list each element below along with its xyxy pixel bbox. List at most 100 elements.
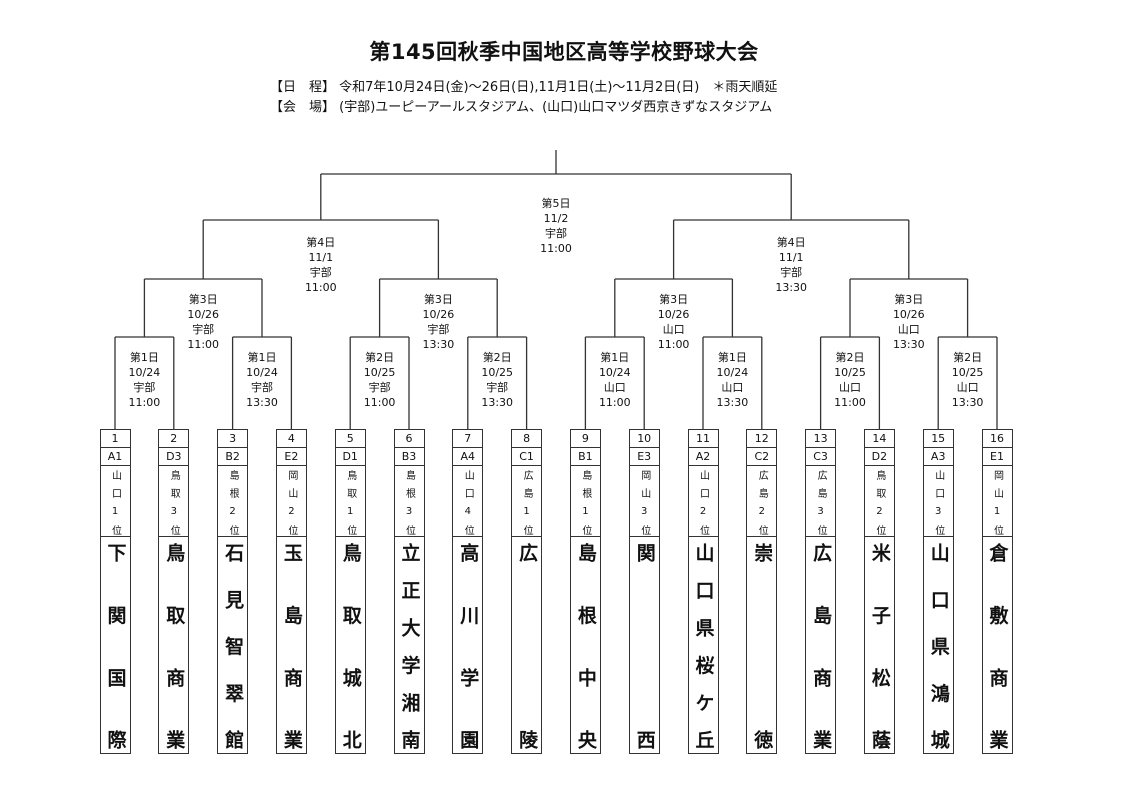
match-day: 第3日 — [894, 293, 924, 306]
match-date: 10/25 — [951, 366, 984, 379]
match-time: 11:00 — [657, 338, 690, 351]
team-name: 鳥取城北 — [339, 543, 362, 753]
team-seed-code: E1 — [982, 448, 1012, 466]
team-name: 鳥取商業 — [163, 543, 186, 753]
team-prefecture-rank: 島根3位 — [394, 466, 424, 537]
match-day: 第4日 — [306, 236, 336, 249]
team-number: 1 — [100, 430, 130, 448]
team-seed-code: B3 — [394, 448, 424, 466]
team-prefecture-rank: 山口3位 — [923, 466, 953, 537]
match-date: 11/1 — [778, 251, 804, 264]
match-time: 13:30 — [892, 338, 925, 351]
match-venue: 山口 — [839, 381, 861, 394]
match-day: 第1日 — [247, 351, 277, 364]
match-date: 10/26 — [187, 308, 220, 321]
match-venue: 宇部 — [251, 381, 273, 394]
team-number: 9 — [570, 430, 600, 448]
match-date: 10/24 — [598, 366, 631, 379]
match-venue: 山口 — [603, 381, 626, 394]
team-prefecture-rank: 鳥取3位 — [159, 466, 189, 537]
match-date: 10/26 — [657, 308, 690, 321]
match-time: 13:30 — [422, 338, 455, 351]
team-prefecture-rank: 島根2位 — [218, 466, 248, 537]
match-time: 13:30 — [716, 396, 749, 409]
team-seed-code: D3 — [159, 448, 189, 466]
team-seed-code: C2 — [747, 448, 777, 466]
team-number: 7 — [453, 430, 483, 448]
team-prefecture-rank: 鳥取2位 — [864, 466, 894, 537]
match-day: 第2日 — [835, 351, 865, 364]
match-time: 11:00 — [363, 396, 396, 409]
match-date: 10/26 — [422, 308, 455, 321]
team-number: 16 — [982, 430, 1012, 448]
team-seed-code: B2 — [218, 448, 248, 466]
match-venue: 宇部 — [780, 266, 803, 279]
match-date: 10/25 — [834, 366, 866, 379]
match-venue: 宇部 — [192, 323, 215, 336]
match-day: 第3日 — [659, 293, 689, 306]
team-name: 広島商業 — [810, 543, 833, 753]
team-number: 14 — [864, 430, 894, 448]
team-number: 2 — [159, 430, 189, 448]
match-time: 11:00 — [598, 396, 631, 409]
match-venue: 山口 — [956, 381, 979, 394]
team-prefecture-rank: 島根1位 — [570, 466, 600, 537]
match-date: 10/24 — [716, 366, 749, 379]
match-venue: 宇部 — [486, 381, 509, 394]
team-seed-code: A4 — [453, 448, 483, 466]
team-name: 崇徳 — [751, 543, 774, 753]
team-prefecture-rank: 山口2位 — [688, 466, 718, 537]
team-name: 高川学園 — [457, 543, 480, 753]
match-day: 第2日 — [482, 351, 512, 364]
match-date: 10/24 — [128, 366, 161, 379]
match-venue: 山口 — [662, 323, 685, 336]
team-name: 広陵 — [516, 543, 539, 753]
team-prefecture-rank: 岡山2位 — [276, 466, 306, 537]
team-name: 米子松蔭 — [868, 543, 891, 753]
team-number: 8 — [512, 430, 542, 448]
team-prefecture-rank: 広島3位 — [806, 466, 836, 537]
match-time: 13:30 — [246, 396, 278, 409]
team-seed-code: E3 — [629, 448, 659, 466]
match-day: 第1日 — [129, 351, 159, 364]
team-name: 山口県桜ケ丘 — [692, 543, 715, 753]
team-prefecture-rank: 山口1位 — [100, 466, 130, 537]
match-venue: 宇部 — [133, 381, 156, 394]
match-time: 11:00 — [540, 242, 572, 255]
match-date: 10/25 — [363, 366, 396, 379]
team-seed-code: C3 — [806, 448, 836, 466]
match-date: 10/24 — [246, 366, 278, 379]
team-name: 玉島商業 — [280, 543, 303, 753]
match-time: 13:30 — [481, 396, 514, 409]
team-seed-code: A1 — [100, 448, 130, 466]
match-day: 第5日 — [541, 197, 571, 210]
match-date: 10/26 — [892, 308, 925, 321]
team-name: 立正大学湘南 — [398, 543, 421, 753]
team-number: 10 — [629, 430, 659, 448]
team-number: 6 — [394, 430, 424, 448]
team-prefecture-rank: 広島1位 — [512, 466, 542, 537]
match-time: 11:00 — [304, 281, 337, 294]
team-seed-code: C1 — [512, 448, 542, 466]
team-number: 13 — [806, 430, 836, 448]
team-prefecture-rank: 岡山3位 — [629, 466, 659, 537]
team-name: 下関国際 — [104, 543, 127, 753]
team-name: 関西 — [633, 543, 656, 753]
team-number: 15 — [923, 430, 953, 448]
